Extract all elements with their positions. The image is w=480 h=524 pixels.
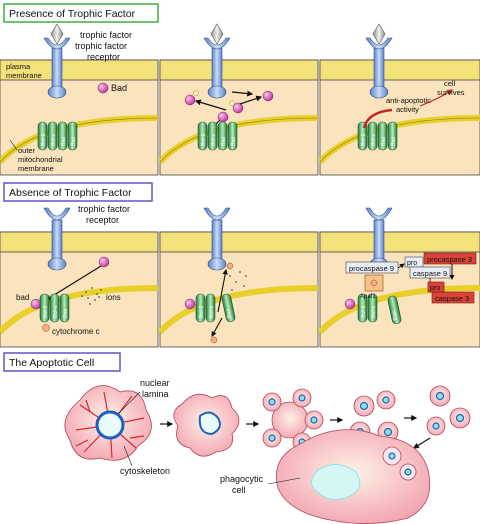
- section-title-presence: Presence of Trophic Factor: [9, 8, 136, 20]
- section-title-box-apoptotic: [3, 352, 121, 372]
- label-apaf1: Apaf1: [360, 294, 376, 300]
- ions-dots-2a: [81, 287, 102, 305]
- bcl-cluster-1a: Bcl-2 Bcl-x Bax Bax: [37, 121, 78, 151]
- svg-text:Bcl-2: Bcl-2: [43, 305, 49, 318]
- bcl-cluster-1b: Bcl-2 Bcl-x Bax Bax: [197, 121, 238, 151]
- anti-apoptotic-arrow: [362, 108, 393, 129]
- label-tfr-line1: trophic factor: [75, 41, 127, 51]
- section-title-apoptotic: The Apoptotic Cell: [9, 357, 94, 369]
- mito-membrane-2b: [157, 285, 319, 335]
- svg-text:Bcl-2: Bcl-2: [199, 305, 205, 318]
- label-outer-mito-2: mitochondrial: [18, 155, 63, 164]
- bad-protein-1a: [97, 82, 109, 94]
- svg-text:Bcl-2: Bcl-2: [41, 133, 47, 146]
- label-cell-survives-1: cell: [444, 79, 456, 88]
- section-absence: Absence of Trophic Factor trophic factor…: [0, 182, 480, 348]
- svg-text:Bax: Bax: [391, 136, 397, 146]
- svg-text:Bcl-2: Bcl-2: [361, 133, 367, 146]
- svg-text:Bax: Bax: [63, 308, 69, 318]
- cell-stage-2: [173, 393, 240, 457]
- label-bad-top: Bad: [111, 83, 127, 93]
- section-presence: Presence of Trophic Factor: [0, 3, 480, 176]
- label-phagocytic-2: cell: [232, 485, 246, 495]
- svg-text:Bax: Bax: [221, 136, 227, 146]
- label-procaspase9: procaspase 9: [349, 264, 394, 273]
- svg-text:Bax: Bax: [381, 136, 387, 146]
- cell-stage-5: [426, 385, 471, 436]
- mito-membrane-2c: [317, 285, 480, 335]
- section-title-box-absence: [3, 182, 153, 202]
- label-trophic-factor: trophic factor: [80, 30, 132, 40]
- svg-text:Bcl-x: Bcl-x: [53, 306, 59, 318]
- label-pro-3: pro: [430, 285, 440, 292]
- label-outer-mito-1: outer: [18, 146, 36, 155]
- label-plasma-membrane-2: membrane: [6, 71, 42, 80]
- svg-text:Bax: Bax: [71, 136, 77, 146]
- cytochrome-c-2a: [42, 324, 50, 332]
- label-nuclear-2: lamina: [142, 389, 169, 399]
- bcl-cluster-2c: Bcl-2 Bcl-x Bax: [357, 293, 402, 325]
- receptor-2b: [203, 207, 231, 271]
- label-bad-mid: bad: [16, 293, 29, 302]
- bad-protein-2a: [98, 256, 110, 268]
- receptor-1b: [203, 23, 231, 99]
- svg-text:Bcl-2: Bcl-2: [201, 133, 207, 146]
- label-tfr-line2: receptor: [87, 52, 120, 62]
- label-caspase3: caspase 3: [435, 294, 469, 303]
- label-caspase9: caspase 9: [413, 269, 447, 278]
- label-procaspase3: procaspase 3: [427, 255, 472, 264]
- svg-text:Bcl-x: Bcl-x: [371, 306, 377, 318]
- svg-text:Bax: Bax: [391, 310, 399, 321]
- receptor-1a: [43, 37, 71, 99]
- section-apoptotic-cell: The Apoptotic Cell nuclear lamina cytosk…: [3, 352, 471, 524]
- label-pro-9: pro: [407, 260, 417, 267]
- bad-phospho-1b: [184, 90, 274, 129]
- receptor-2a: [43, 207, 71, 271]
- label-phagocytic-1: phagocytic: [220, 474, 264, 484]
- svg-text:Bax: Bax: [231, 136, 237, 146]
- bcl-cluster-1c: Bcl-2 Bcl-x Bax Bax: [357, 121, 398, 151]
- label-outer-mito-3: membrane: [18, 164, 54, 173]
- caspase3-box: [431, 291, 475, 304]
- svg-text:Bcl-2: Bcl-2: [361, 305, 367, 318]
- svg-text:Bax: Bax: [225, 308, 233, 319]
- label-tfr2-line2: receptor: [86, 215, 119, 225]
- svg-text:Bcl-x: Bcl-x: [51, 134, 57, 146]
- phagocytic-cell: [275, 429, 431, 524]
- nucleus-1: [95, 410, 125, 440]
- section-title-absence: Absence of Trophic Factor: [9, 187, 132, 199]
- label-tfr2-line1: trophic factor: [78, 204, 130, 214]
- svg-text:Bcl-x: Bcl-x: [371, 134, 377, 146]
- section-title-box-presence: [3, 3, 159, 23]
- label-cytochrome-c: cytochrome c: [52, 327, 100, 336]
- svg-text:Bax: Bax: [61, 136, 67, 146]
- receptor-1c: [365, 23, 393, 99]
- label-plasma-membrane-1: plasma: [6, 62, 31, 71]
- svg-text:Bcl-x: Bcl-x: [209, 306, 215, 318]
- trophic-factor-1a: [50, 23, 64, 45]
- svg-text:Bcl-x: Bcl-x: [211, 134, 217, 146]
- label-cytoskeleton: cytoskeleton: [120, 466, 170, 476]
- cell-stage-1: [64, 385, 152, 461]
- bcl-cluster-2b: Bcl-2 Bcl-x Bax: [195, 293, 236, 323]
- label-anti-apoptotic-1: anti-apoptotic: [386, 96, 431, 105]
- procaspase3-box: [423, 252, 477, 265]
- label-nuclear-1: nuclear: [140, 378, 170, 388]
- label-ions: ions: [106, 293, 121, 302]
- cell-survives-arrow: [419, 89, 453, 107]
- bcl-cluster-2a: Bcl-2 Bcl-x Bax: [39, 293, 70, 323]
- mito-membrane-2a: [0, 285, 159, 335]
- label-anti-apoptotic-2: activity: [396, 105, 419, 114]
- label-cell-survives-2: survives: [437, 88, 465, 97]
